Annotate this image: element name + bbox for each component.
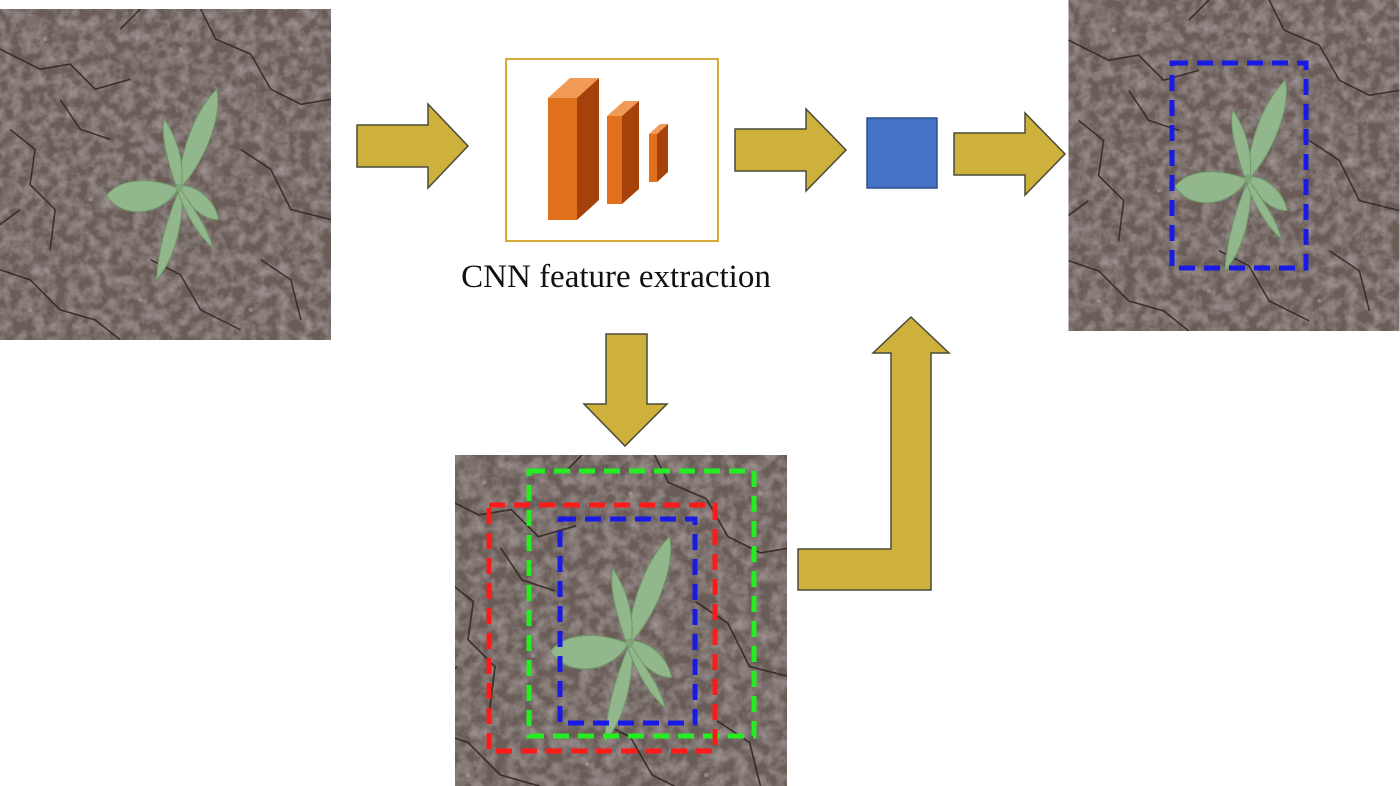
arrow-classifier-to-output [953, 111, 1067, 197]
arrow-cnn-to-classifier [734, 107, 848, 193]
classifier-square [866, 117, 938, 189]
detection-box-blue [1169, 60, 1309, 271]
cnn-box [505, 58, 719, 242]
candidate-box-red [486, 502, 718, 754]
arrow-cnn-to-proposals [582, 333, 669, 448]
candidate-box-green [526, 468, 757, 739]
input-image [0, 9, 331, 340]
arrow-input-to-cnn [356, 102, 470, 190]
cnn-caption: CNN feature extraction [461, 259, 771, 295]
cnn-layer-blocks-icon [548, 78, 668, 220]
proposal-image [435, 450, 792, 786]
arrow-proposals-to-classifier [797, 315, 951, 591]
output-image [1069, 0, 1400, 331]
candidate-box-blue [557, 516, 698, 726]
